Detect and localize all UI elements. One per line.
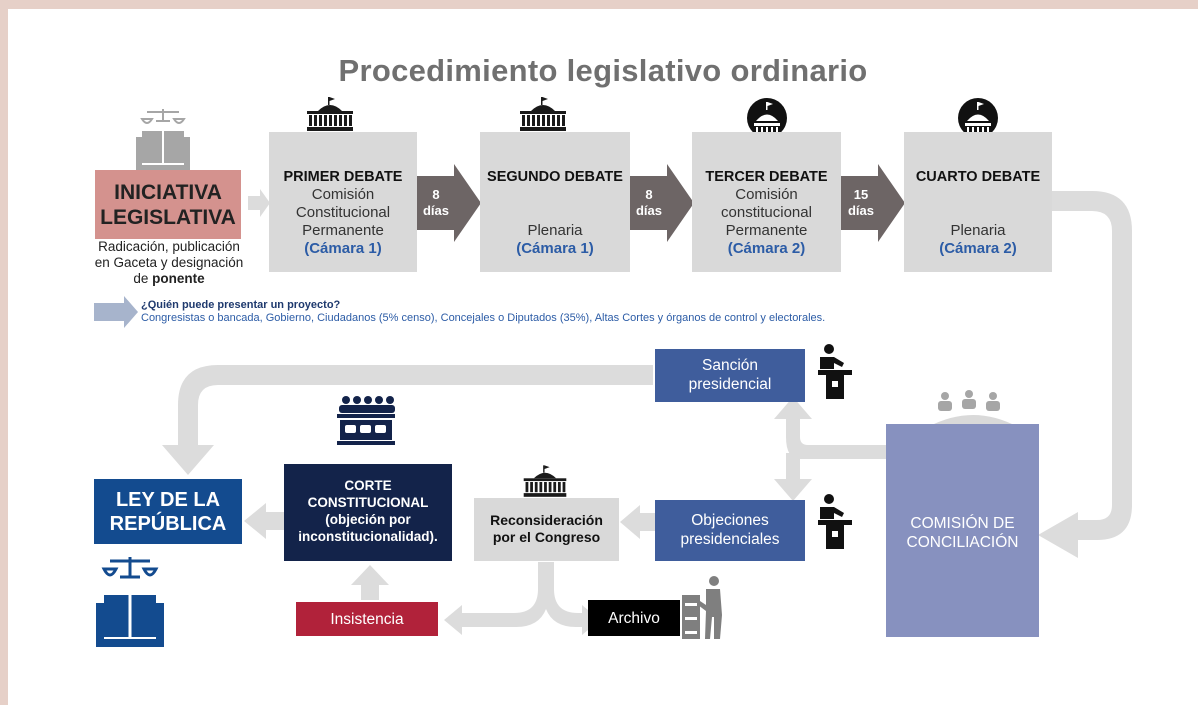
connector-sancion-to-ley — [162, 365, 653, 475]
debate-line1 — [904, 186, 1052, 222]
insistencia-label: Insistencia — [330, 611, 404, 628]
debate-heading: SEGUNDO DEBATE — [487, 169, 623, 185]
interval-label-2: 8 días — [629, 187, 669, 219]
flow-connectors — [94, 164, 1132, 635]
iniciativa-sub1: Radicación, publicación — [98, 239, 240, 254]
filing-clerk-icon — [682, 576, 722, 639]
objeciones-line2: presidenciales — [680, 531, 780, 548]
corte-line2: CONSTITUCIONAL — [307, 495, 429, 510]
connector-reconsideracion-split — [444, 562, 600, 635]
arrow-objeciones-to-reconsideracion — [620, 505, 658, 539]
ley-box: LEY DE LA REPÚBLICA — [94, 479, 242, 544]
debate-box-tercer: TERCER DEBATE Comisión constitucional Pe… — [692, 132, 841, 272]
diagram-canvas: Procedimiento legislativo ordinario INIC… — [8, 9, 1198, 705]
interval-num: 15 — [853, 187, 869, 202]
days-arrow-3 — [840, 164, 905, 242]
scales-book-icon — [96, 557, 164, 647]
interval-num: 8 — [432, 187, 440, 202]
debate-line3: Permanente — [302, 222, 384, 239]
debate-line2: constitucional — [721, 204, 812, 221]
sancion-line2: presidencial — [688, 376, 772, 393]
arrow-corte-to-ley — [244, 503, 286, 539]
sancion-box: Sanción presidencial — [655, 349, 805, 402]
debate-chamber: (Cámara 2) — [939, 240, 1017, 257]
quien-arrow — [94, 296, 138, 328]
court-judges-icon — [337, 396, 395, 445]
insistencia-box: Insistencia — [296, 602, 438, 636]
debate-line3: Plenaria — [950, 222, 1006, 239]
scales-book-icon — [136, 109, 190, 171]
corte-line3: (objeción por — [325, 512, 411, 527]
archivo-label: Archivo — [608, 610, 660, 627]
iniciativa-sub3-prefix: de — [133, 271, 149, 286]
quien-note: ¿Quién puede presentar un proyecto? Cong… — [141, 299, 1141, 325]
corte-box: CORTE CONSTITUCIONAL (objeción por incon… — [284, 464, 452, 561]
quien-answer: Congresistas o bancada, Gobierno, Ciudad… — [141, 312, 826, 324]
debate-box-segundo: SEGUNDO DEBATE Plenaria (Cámara 1) — [480, 132, 630, 272]
iniciativa-box: INICIATIVA LEGISLATIVA — [95, 170, 241, 239]
ley-line1: LEY DE LA — [115, 489, 221, 511]
debate-line3: Plenaria — [527, 222, 583, 239]
corte-line1: CORTE — [344, 478, 392, 493]
debate-chamber: (Cámara 1) — [304, 240, 382, 257]
ley-line2: REPÚBLICA — [109, 513, 227, 535]
days-arrow-2 — [629, 164, 694, 242]
interval-num: 8 — [645, 187, 653, 202]
iniciativa-subtext: Radicación, publicación en Gaceta y desi… — [78, 239, 260, 287]
iniciativa-line1: INICIATIVA — [114, 181, 222, 204]
iniciativa-line2: LEGISLATIVA — [100, 206, 236, 229]
page-title: Procedimiento legislativo ordinario — [338, 53, 868, 88]
debate-line1: Comisión — [735, 186, 798, 203]
conciliacion-box: COMISIÓN DE CONCILIACIÓN — [886, 424, 1039, 637]
interval-unit: días — [422, 203, 449, 218]
president-podium-icon — [818, 344, 852, 399]
senate-dome-icon — [747, 98, 787, 138]
archivo-box: Archivo — [588, 600, 680, 636]
sancion-line1: Sanción — [701, 357, 758, 374]
interval-label-1: 8 días — [416, 187, 456, 219]
iniciativa-sub2: en Gaceta y designación — [94, 255, 244, 270]
congress-icon — [523, 465, 567, 497]
arrow-iniciativa-to-primer — [248, 189, 270, 217]
debate-heading: PRIMER DEBATE — [283, 169, 403, 185]
congress-icon — [307, 97, 353, 131]
conciliacion-line1: COMISIÓN DE — [910, 515, 1015, 532]
reconsideracion-line2: por el Congreso — [492, 529, 601, 545]
objeciones-line1: Objeciones — [691, 512, 769, 529]
conciliacion-line2: CONCILIACIÓN — [906, 534, 1019, 551]
arrow-insistencia-to-corte — [351, 565, 389, 600]
objeciones-box: Objeciones presidenciales — [655, 500, 805, 561]
interval-label-3: 15 días — [840, 187, 882, 219]
connector-fork-down — [774, 453, 812, 501]
congress-icon — [520, 97, 566, 131]
debate-line1 — [480, 186, 630, 222]
debate-chamber: (Cámara 1) — [516, 240, 594, 257]
debate-line2: Constitucional — [295, 204, 391, 221]
reconsideracion-line1: Reconsideración — [490, 512, 603, 528]
debate-heading: CUARTO DEBATE — [915, 169, 1041, 185]
senate-dome-icon — [958, 98, 998, 138]
days-arrow-1 — [416, 164, 481, 242]
quien-question: ¿Quién puede presentar un proyecto? — [141, 299, 341, 311]
connector-cuarto-to-conciliacion — [1038, 191, 1132, 558]
debate-line1: Comisión — [311, 186, 375, 203]
debate-line3: Permanente — [725, 222, 808, 239]
reconsideracion-box: Reconsideración por el Congreso — [474, 498, 619, 561]
debate-box-primer: PRIMER DEBATE Comisión Constitucional Pe… — [269, 132, 417, 272]
iniciativa-sub3-bold: ponente — [152, 271, 205, 286]
president-podium-icon — [818, 494, 852, 549]
debate-box-cuarto: CUARTO DEBATE Plenaria (Cámara 2) — [904, 132, 1052, 272]
debate-chamber: (Cámara 2) — [727, 240, 806, 257]
connector-conciliacion-fork — [774, 397, 888, 459]
corte-line4: inconstitucionalidad). — [298, 529, 438, 544]
commission-members-icon — [928, 390, 1018, 427]
interval-unit: días — [635, 203, 662, 218]
debate-heading: TERCER DEBATE — [705, 169, 828, 185]
interval-unit: días — [847, 203, 874, 218]
